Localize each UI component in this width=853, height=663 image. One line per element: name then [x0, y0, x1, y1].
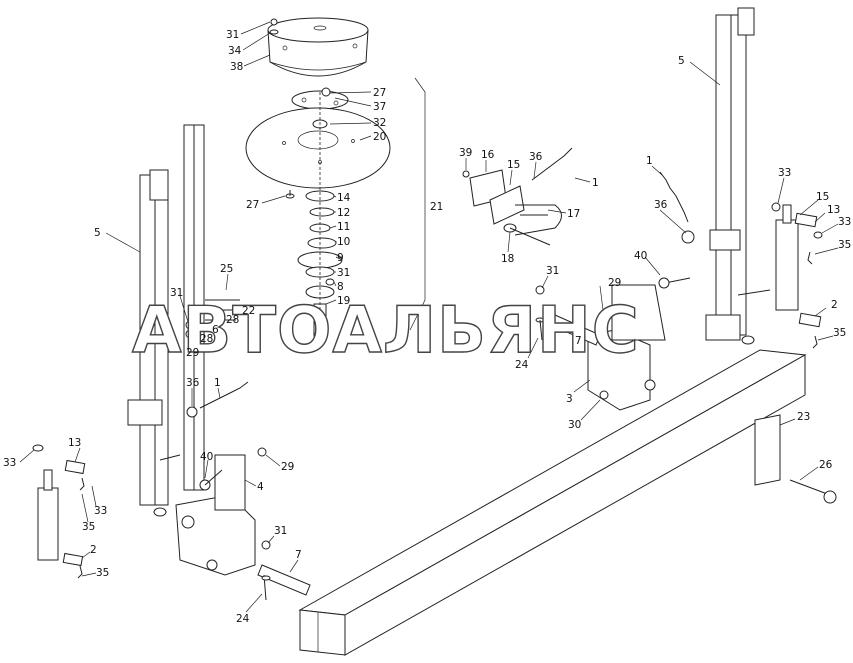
callout-31: 31	[274, 525, 287, 537]
callout-25: 25	[220, 263, 233, 275]
callout-27: 27	[246, 199, 259, 211]
callout-15: 15	[816, 191, 829, 203]
callout-16: 16	[481, 149, 495, 161]
callout-1: 1	[646, 155, 653, 167]
callout-28: 28	[200, 333, 213, 345]
callout-32: 32	[373, 117, 386, 129]
callout-22: 22	[242, 305, 255, 317]
callout-38: 38	[230, 61, 243, 73]
callout-7: 7	[295, 549, 302, 561]
clamp-plate-23	[754, 414, 837, 504]
callout-26: 26	[819, 459, 833, 471]
pivot-bracket	[462, 147, 573, 246]
callout-14: 14	[337, 192, 351, 204]
right-cylinder	[771, 202, 823, 349]
callout-3: 3	[566, 393, 573, 405]
right-upright-frame	[705, 7, 771, 345]
callout-30: 30	[568, 419, 581, 431]
callout-23: 23	[797, 411, 810, 423]
callout-35: 35	[833, 327, 846, 339]
watermark: АВТОАЛЬЯНС	[132, 294, 640, 368]
callout-13: 13	[68, 437, 81, 449]
callout-28: 28	[226, 314, 239, 326]
callout-17: 17	[567, 208, 580, 220]
callout-35: 35	[96, 567, 109, 579]
left-cylinder	[32, 444, 86, 579]
left-upright-frame	[127, 124, 205, 517]
left-mount-bracket	[175, 447, 311, 601]
spindle-stack	[285, 190, 343, 340]
main-beam	[298, 349, 807, 656]
callout-36: 36	[186, 377, 200, 389]
callout-2: 2	[831, 299, 838, 311]
callout-27: 27	[373, 87, 386, 99]
callout-18: 18	[501, 253, 514, 265]
callout-29: 29	[186, 347, 199, 359]
callout-31: 31	[170, 287, 183, 299]
callout-5: 5	[678, 55, 685, 67]
leader-lines	[19, 21, 839, 613]
callout-9: 9	[337, 252, 344, 264]
callout-24: 24	[515, 359, 529, 371]
callout-13: 13	[827, 204, 840, 216]
callout-35: 35	[838, 239, 851, 251]
callout-1: 1	[592, 177, 599, 189]
callout-33: 33	[94, 505, 107, 517]
callout-8: 8	[337, 281, 344, 293]
callout-10: 10	[337, 236, 350, 248]
callout-33: 33	[778, 167, 791, 179]
right-mount-bracket	[535, 277, 691, 411]
callout-19: 19	[337, 295, 350, 307]
callout-21: 21	[430, 201, 443, 213]
callout-37: 37	[373, 101, 386, 113]
callout-4: 4	[257, 481, 264, 493]
callout-labels: 31 34 38 27 37 32 20 27 14 12 11 10 9 31…	[3, 29, 851, 625]
callout-2: 2	[90, 544, 97, 556]
callout-5: 5	[94, 227, 101, 239]
callout-6: 6	[212, 324, 219, 336]
callout-7: 7	[575, 335, 582, 347]
callout-31: 31	[337, 267, 350, 279]
blade-disc	[245, 107, 391, 189]
callout-35: 35	[82, 521, 95, 533]
left-arm-bolts	[185, 299, 240, 339]
callout-34: 34	[228, 45, 242, 57]
callout-40: 40	[634, 250, 647, 262]
callout-11: 11	[337, 221, 350, 233]
callout-20: 20	[373, 131, 386, 143]
callout-39: 39	[459, 147, 472, 159]
cover-drum	[267, 17, 369, 77]
callout-36: 36	[654, 199, 668, 211]
callout-33: 33	[3, 457, 16, 469]
callout-31: 31	[546, 265, 559, 277]
callout-40: 40	[200, 451, 213, 463]
right-chain	[659, 171, 695, 244]
callout-1: 1	[214, 377, 221, 389]
callout-29: 29	[281, 461, 294, 473]
left-chain-link	[186, 381, 249, 418]
callout-12: 12	[337, 207, 350, 219]
callout-36: 36	[529, 151, 543, 163]
bracket-21	[409, 77, 426, 331]
callout-31: 31	[226, 29, 239, 41]
callout-33: 33	[838, 216, 851, 228]
callout-15: 15	[507, 159, 520, 171]
callout-24: 24	[236, 613, 250, 625]
callout-29: 29	[608, 277, 621, 289]
